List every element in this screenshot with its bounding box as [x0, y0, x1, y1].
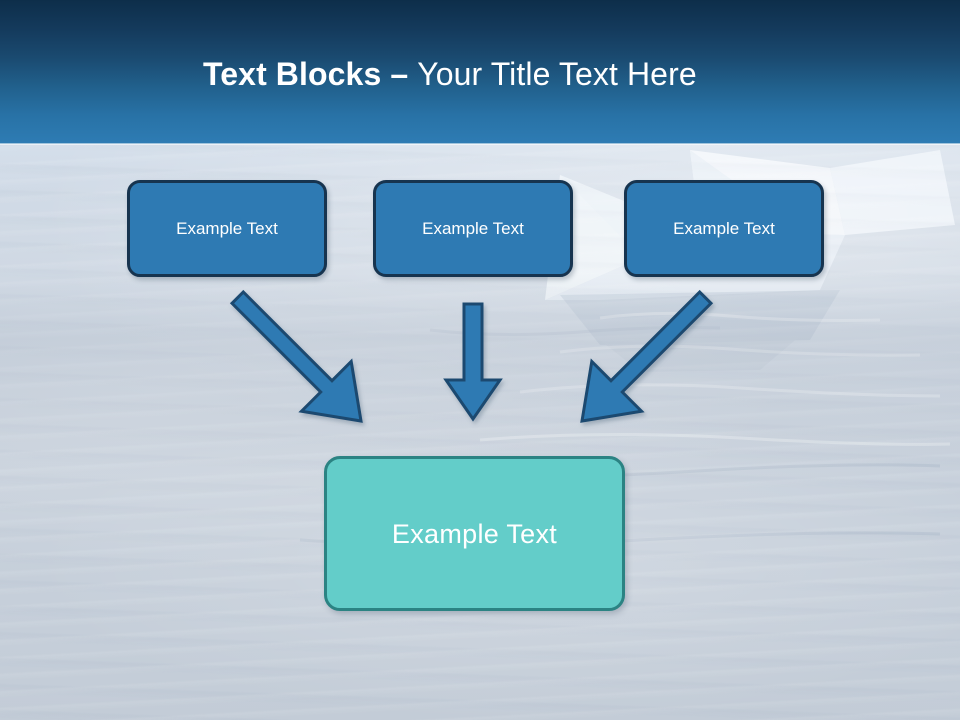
page-title-light: Your Title Text Here — [417, 56, 697, 92]
result-block[interactable]: Example Text — [324, 456, 625, 611]
text-block-1[interactable]: Example Text — [127, 180, 327, 277]
header-bottom-edge — [0, 143, 960, 145]
page-title-bold: Text Blocks — [203, 56, 382, 92]
page-title-dash: – — [381, 56, 418, 92]
header-band — [0, 0, 960, 144]
text-block-3-label: Example Text — [673, 218, 775, 238]
text-block-2-label: Example Text — [422, 218, 524, 238]
page-title: Text Blocks – Your Title Text Here — [203, 52, 697, 96]
text-block-2[interactable]: Example Text — [373, 180, 573, 277]
text-block-3[interactable]: Example Text — [624, 180, 824, 277]
result-block-label: Example Text — [391, 518, 558, 549]
text-block-1-label: Example Text — [176, 218, 278, 238]
